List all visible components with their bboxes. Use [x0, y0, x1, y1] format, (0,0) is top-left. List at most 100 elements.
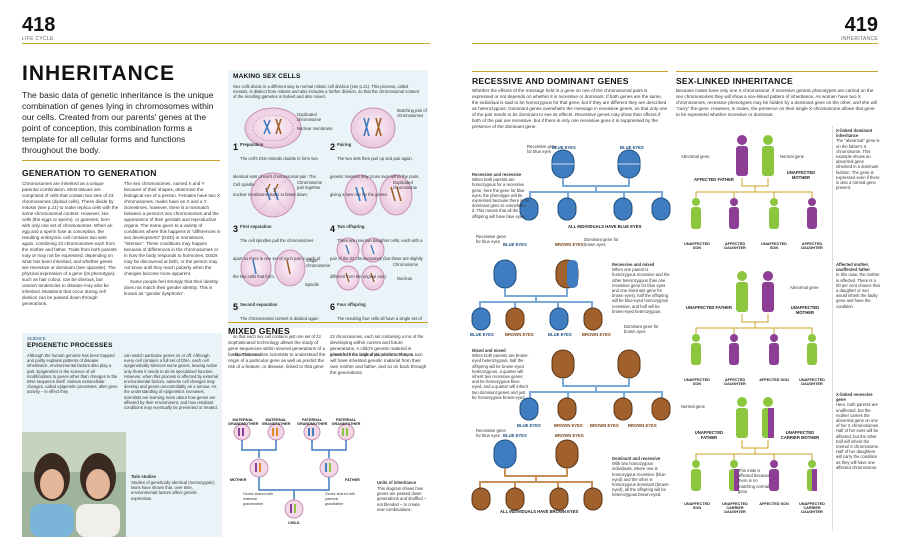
row1-children [691, 198, 817, 229]
brown-eyes-label-5: BROWN EYES [590, 423, 619, 428]
affected-mother-label: UNAFFECTED MOTHER [790, 305, 820, 315]
generation-col1: Chromosomes are inherited as a unique pa… [22, 181, 119, 306]
step-3-number: 3 [233, 224, 239, 234]
note-recessive-recessive: Recessive and recessive When both parent… [472, 172, 530, 219]
side-note-xlinked-dominant: X-linked dominant inheritance The "abnor… [836, 128, 880, 190]
blue-eyes-label-1: BLUE EYES [552, 145, 576, 150]
brown-eyes-label-6: BROWN EYES [628, 423, 657, 428]
mixed-col2: developing within current and future gen… [330, 340, 427, 375]
side1-text: The "abnormal" gene is on the father's X… [836, 138, 880, 191]
all-blue-label: ALL INDIVIDUALS HAVE BLUE EYES [568, 224, 642, 229]
label-duplicated-chromosome: Duplicated chromosome [297, 112, 322, 123]
row2-child-3: AFFECTED SON [759, 378, 789, 382]
label-matching-pair: Matching pair of chromosomes [397, 108, 427, 119]
step-3-title: First separation [240, 224, 272, 229]
lede-rule [22, 160, 220, 161]
label-chromosome-pair: Chromosome pair together [297, 180, 323, 191]
sexlinked-heading: SEX-LINKED INHERITANCE [676, 76, 793, 86]
recessive-rule [472, 71, 668, 72]
row2-children [691, 334, 817, 365]
step-1-title: Preparation [240, 142, 264, 147]
blue-eyes-label-4: BLUE EYES [470, 332, 494, 337]
mixed-rule [228, 322, 428, 323]
label-cell-spindle: Cell spindle [233, 182, 255, 187]
label-single-chromosome: Single chromosome [306, 258, 331, 269]
row2-child-1: UNAFFECTED SON [684, 378, 710, 386]
sexlinked-rule [676, 71, 878, 72]
step4-cells [344, 174, 413, 216]
brown-eyes-label-3: BROWN EYES [582, 332, 611, 337]
epigenetic-tag: SCIENCE [27, 336, 46, 341]
twins-photo [22, 432, 126, 537]
maternal-grandfather-label: MATERNAL GRANDFATHER [261, 418, 291, 426]
step-5: 5 Second separation The chromosomal cont… [233, 302, 323, 361]
left-page-number: 418 [22, 14, 56, 36]
note-recessive-mixed: Recessive and mixed When one parent is h… [612, 262, 670, 314]
row1-child-2: AFFECTED DAUGHTER [724, 242, 746, 250]
note4-title: Dominant and recessive [612, 456, 661, 461]
header-rule-left [22, 43, 430, 44]
step-2-text: The two sets then pair up and pair again… [330, 156, 420, 198]
step-4: 4 Two offspring There are now two daught… [330, 224, 424, 283]
recessive-gene-label-3: Recessive gene for blue eyes [476, 428, 506, 439]
row1-child-1: UNAFFECTED SON [684, 242, 710, 250]
dominant-label-2: Dominant gene for brown eyes [624, 324, 659, 335]
recessive-mixed-group [471, 259, 603, 331]
step-4-number: 4 [330, 224, 336, 234]
step-5-text: The chromosomal content is divided again… [233, 316, 321, 358]
note2-title: Recessive and mixed [612, 262, 655, 267]
recessive-intro: Whether the effects of the message held … [472, 88, 668, 129]
step-1-number: 1 [233, 142, 239, 152]
row3-child-4: UNAFFECTED CARRIER DAUGHTER [799, 502, 825, 514]
blue-eyes-label-5: BLUE EYES [548, 332, 572, 337]
header-rule-right [472, 43, 878, 44]
step-6-title: Four offspring [337, 302, 366, 307]
blue-eyes-label-3: BLUE EYES [503, 242, 527, 247]
row3-child-3: AFFECTED SON [759, 502, 789, 506]
row3-child-1: UNAFFECTED SON [684, 502, 710, 510]
generation-col2-text: The sex chromosomes, named X and Y becau… [124, 181, 221, 276]
step-6-text: The resulting four cells all have a sing… [330, 316, 424, 358]
step-6-number: 6 [330, 302, 336, 312]
brown-eyes-label-2: BROWN EYES [505, 332, 534, 337]
row1-child-4: AFFECTED DAUGHTER [801, 242, 823, 250]
blue-eyes-label-2: BLUE EYES [620, 145, 644, 150]
epigenetic-heading: EPIGENETIC PROCESSES [27, 342, 113, 349]
side-note-affected-mother: Affected mother, unaffected father In th… [836, 262, 880, 309]
side3-text: Here, both parents are unaffected, but t… [836, 402, 880, 470]
sex-cells-intro: Sex cells divide in a different way to n… [233, 84, 419, 100]
row2-child-2: AFFECTED DAUGHTER [724, 378, 746, 386]
step-4-text: There are now two daughter cells, each w… [330, 238, 423, 280]
row3-child-2: UNAFFECTED CARRIER DAUGHTER [722, 502, 748, 514]
left-section-label: LIFE CYCLE [22, 36, 54, 42]
recessive-gene-label: Recessive gene for blue eyes [527, 144, 557, 155]
page-title: INHERITANCE [22, 62, 175, 85]
step-2: 2 Pairing The two sets then pair up and … [330, 142, 424, 201]
row1-parents [736, 135, 774, 176]
epigenetic-col2: can switch particular genes on or off. A… [124, 353, 218, 411]
row3-parents [736, 397, 774, 438]
recessive-recessive-group [519, 149, 671, 221]
generation-col2: The sex chromosomes, named X and Y becau… [124, 181, 221, 297]
right-page-number: 419 [844, 14, 878, 36]
sexlinked-intro: Because males have only one X chromosome… [676, 88, 877, 117]
label-nuclear-membrane: Nuclear membrane [297, 126, 333, 131]
note1-text: When both parents are homozygous for a r… [472, 177, 530, 219]
maternal-grandmother-label: MATERNAL GRANDMOTHER [228, 418, 259, 426]
twin-studies-text: Studies of genetically identical (monozy… [131, 480, 215, 501]
label-spindle: Spindle [305, 282, 319, 287]
dominant-recessive-group [471, 439, 603, 511]
right-section-label: INHERITANCE [841, 36, 878, 42]
mixed-mixed-group [519, 349, 671, 421]
units-text: This diagram shows how genes are passed … [377, 486, 427, 512]
step-1-text: The cell's DNA strands double to form tw… [233, 156, 318, 198]
step-2-title: Pairing [337, 142, 352, 147]
side1-title: X-linked dominant inheritance [836, 128, 873, 139]
label-nucleus: Nucleus [397, 276, 413, 281]
note-dominant-recessive: Dominant and recessive With two homozygo… [612, 456, 670, 498]
brown-eyes-label-7: BROWN EYES [555, 433, 584, 438]
row2-parents [736, 271, 774, 312]
abnormal-gene-label-1: Abnormal gene [681, 154, 710, 159]
generation-col2b-text: Some people feel strongly that their ide… [124, 279, 219, 296]
generation-heading: GENERATION TO GENERATION [22, 168, 157, 178]
